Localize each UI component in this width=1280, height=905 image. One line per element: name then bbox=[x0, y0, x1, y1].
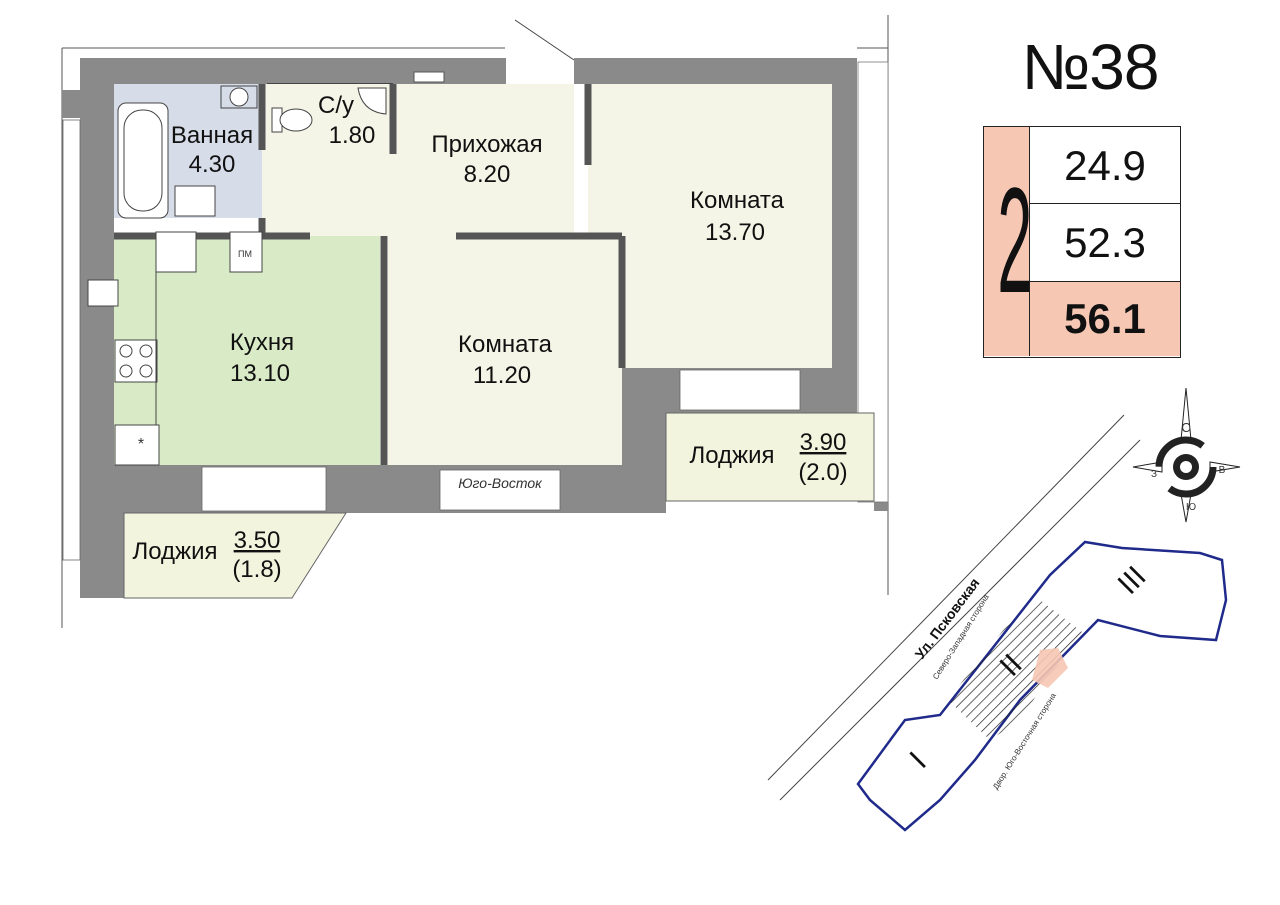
area-with-loggia: 56.1 bbox=[1030, 282, 1180, 356]
compass-east: В bbox=[1219, 465, 1226, 476]
radiator-icon bbox=[87, 279, 119, 307]
room-area-kitchen: 13.10 bbox=[230, 360, 290, 387]
vent-shaft bbox=[114, 424, 160, 466]
room-name-room2: Комната bbox=[458, 331, 553, 358]
compass-south: Ю bbox=[1186, 502, 1196, 513]
room-hall bbox=[262, 84, 574, 242]
door-swing-entrance bbox=[514, 19, 575, 61]
utility-cabinet bbox=[229, 231, 263, 273]
room-area-room1: 13.70 bbox=[705, 219, 765, 246]
rooms-count-cell: 2 bbox=[984, 127, 1033, 356]
loggia-2-name: Лоджия bbox=[132, 538, 217, 565]
compass-north: С bbox=[1181, 420, 1190, 435]
room-area-bath: 4.30 bbox=[189, 151, 236, 178]
section-2-hatch bbox=[948, 600, 1082, 740]
washing-machine-icon bbox=[229, 87, 249, 107]
total-area: 52.3 bbox=[1030, 204, 1180, 282]
room-2 bbox=[388, 236, 622, 465]
site-plan bbox=[767, 414, 1228, 832]
room-area-wc: 1.80 bbox=[329, 122, 376, 149]
loggia-1-area: 3.90 bbox=[800, 429, 847, 456]
loggia-2 bbox=[123, 512, 347, 599]
room-1 bbox=[588, 84, 832, 368]
room-name-wc: С/у bbox=[318, 92, 354, 119]
utility-mark: ПМ bbox=[238, 249, 252, 259]
room-name-hall: Прихожая bbox=[431, 131, 542, 158]
loggia-2-area: 3.50 bbox=[234, 527, 281, 554]
compass-icon bbox=[1132, 387, 1241, 523]
washbasin-icon bbox=[174, 185, 216, 217]
room-area-room2: 11.20 bbox=[473, 362, 531, 389]
window-side-label: Юго-Восток bbox=[458, 475, 543, 491]
loggia-1-name: Лоджия bbox=[689, 442, 774, 469]
vent-mark: * bbox=[138, 436, 144, 453]
stove-icon bbox=[114, 339, 158, 383]
room-name-kitchen: Кухня bbox=[230, 329, 294, 356]
bathtub-icon bbox=[117, 102, 169, 219]
toilet-icon bbox=[271, 107, 313, 133]
corner-sink-icon bbox=[357, 87, 387, 115]
kitchen-sink-icon bbox=[155, 231, 197, 273]
loggia-1-reduced: (2.0) bbox=[798, 459, 847, 486]
windows bbox=[62, 61, 889, 561]
room-area-hall: 8.20 bbox=[464, 161, 511, 188]
loggia-1 bbox=[665, 412, 875, 502]
street-line-1 bbox=[767, 414, 1125, 781]
street-line-2 bbox=[779, 439, 1141, 801]
building-outline bbox=[856, 540, 1228, 832]
room-name-room1: Комната bbox=[690, 187, 785, 214]
loggia-2-reduced: (1.8) bbox=[232, 556, 281, 583]
living-area: 24.9 bbox=[1030, 127, 1180, 204]
room-name-bath: Ванная bbox=[171, 122, 253, 149]
compass-west: З bbox=[1151, 469, 1157, 480]
apartment-location-highlight bbox=[1032, 648, 1068, 688]
apartment-number: №38 bbox=[1021, 31, 1160, 103]
area-summary-box: 2 24.9 52.3 56.1 bbox=[983, 126, 1181, 358]
rooms-count: 2 bbox=[997, 156, 1033, 324]
